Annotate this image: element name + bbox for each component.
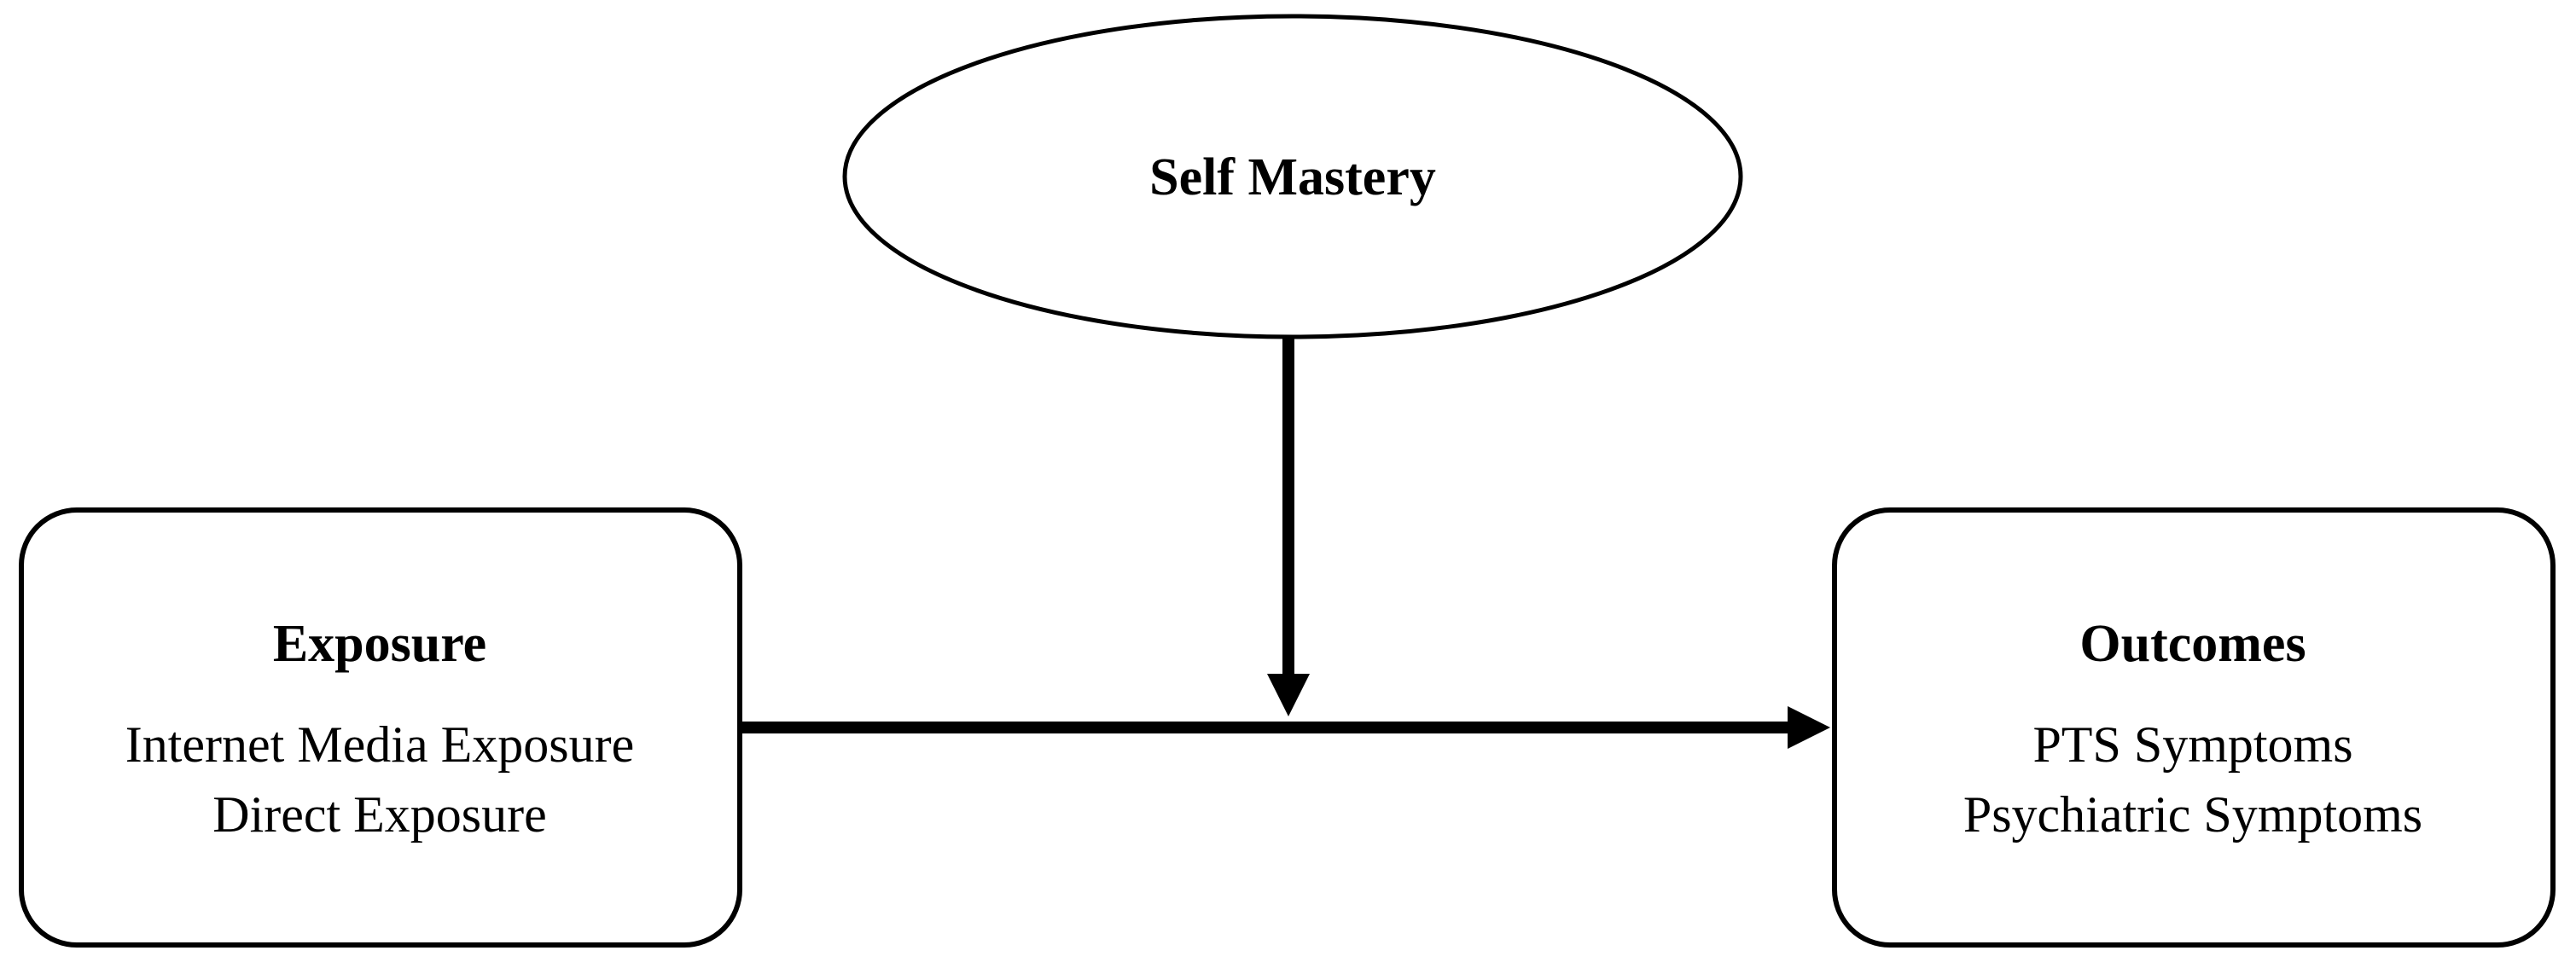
outcomes-box: [1832, 507, 2556, 948]
exposure-item-internet-media: Internet Media Exposure: [125, 716, 634, 773]
exposure-node: Exposure Internet Media Exposure Direct …: [19, 507, 742, 948]
moderator-title: Self Mastery: [1149, 148, 1436, 206]
main-path-arrowhead: [1788, 706, 1830, 749]
moderator-path-arrowhead: [1267, 674, 1310, 716]
outcomes-item-pts: PTS Symptoms: [2032, 716, 2352, 773]
exposure-title: Exposure: [273, 615, 486, 673]
outcomes-item-psychiatric: Psychiatric Symptoms: [1963, 786, 2422, 843]
outcomes-title: Outcomes: [2079, 615, 2306, 673]
exposure-to-outcomes-arrow: [740, 706, 1830, 749]
outcomes-node: Outcomes PTS Symptoms Psychiatric Sympto…: [1832, 507, 2556, 948]
moderator-arrow: [1267, 337, 1310, 716]
moderator-node: Self Mastery: [842, 14, 1743, 339]
exposure-item-direct: Direct Exposure: [212, 786, 547, 843]
